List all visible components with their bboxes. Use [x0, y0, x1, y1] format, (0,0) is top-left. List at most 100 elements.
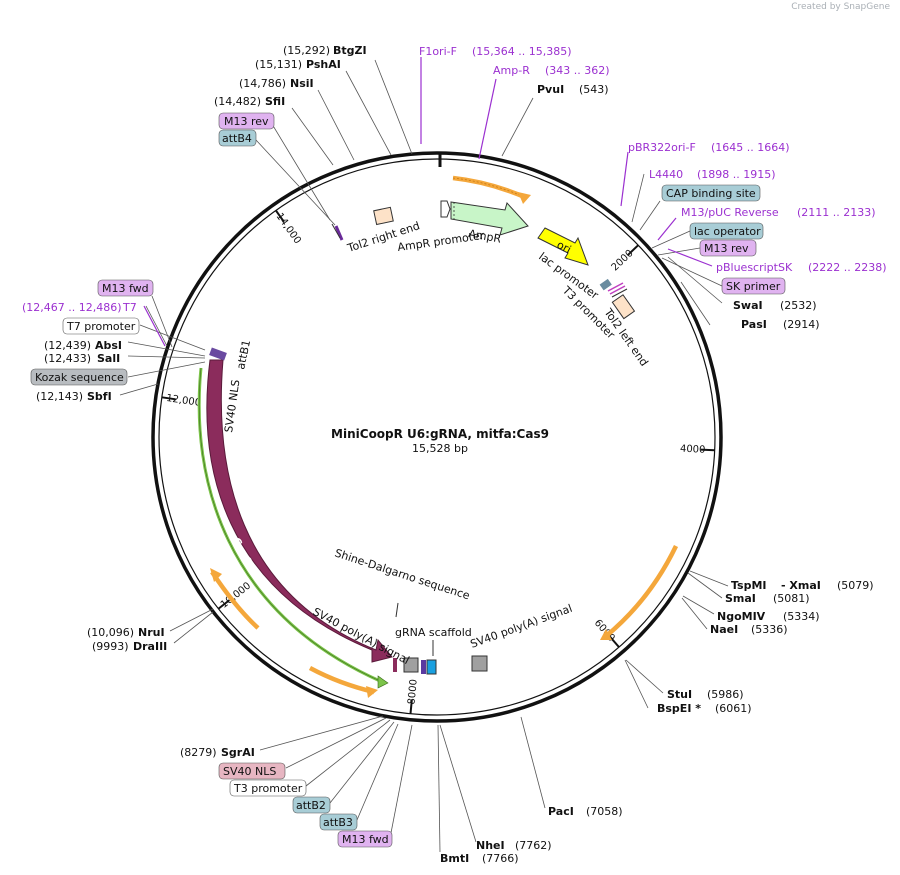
site-nrui-name: NruI	[138, 626, 165, 639]
site-smai-pos: (5081)	[773, 592, 810, 605]
grna-scaffold-label: gRNA scaffold	[395, 626, 472, 639]
site-bmti-name: BmtI	[440, 852, 469, 865]
box-t7-promoter: T7 promoter	[66, 320, 136, 333]
primer-pbluescriptsk-range: (2222 .. 2238)	[808, 261, 887, 274]
site-paci-name: PacI	[548, 805, 574, 818]
shine-dalgarno-label: Shine-Dalgarno sequence	[333, 546, 472, 602]
grna-scaffold-feature	[426, 659, 437, 675]
primer-labels: F1ori-F (15,364 .. 15,385) Amp-R (343 ..…	[22, 45, 887, 314]
primer-leaders	[143, 57, 713, 347]
box-t3-promoter: T3 promoter	[233, 782, 303, 795]
site-sgrai-name: SgrAI	[221, 746, 255, 759]
site-sali-pos: (12,433)	[44, 352, 91, 365]
site-sali-name: SalI	[97, 352, 120, 365]
tick-mark-6	[275, 209, 285, 223]
tick-mark-4	[217, 599, 231, 610]
map-size: 15,528 bp	[412, 442, 468, 455]
box-attb3: attB3	[323, 816, 353, 829]
site-bmti-pos: (7766)	[482, 852, 519, 865]
site-sbfi-pos: (12,143)	[36, 390, 83, 403]
site-absi-name: AbsI	[95, 339, 122, 352]
site-paci-pos: (7058)	[586, 805, 623, 818]
site-stui-name: StuI	[667, 688, 692, 701]
orange-arrow-top	[452, 175, 528, 201]
primer-f1ori-f-range: (15,364 .. 15,385)	[472, 45, 572, 58]
orange-arrowhead-top	[518, 192, 531, 204]
ampr-feature	[450, 201, 529, 236]
sv40-nls-label: SV40 NLS	[222, 379, 242, 434]
restriction-sites: (15,292) BtgZI (15,131) PshAI (14,786) N…	[36, 44, 874, 865]
site-nsii-pos: (14,786)	[239, 77, 286, 90]
leader-lines	[119, 59, 729, 853]
ori-label: ori	[555, 238, 574, 256]
primer-l4440-name: L4440	[649, 168, 683, 181]
tick-label-3: 8000	[406, 679, 419, 705]
site-btgzi-pos: (15,292)	[283, 44, 330, 57]
snapgene-credit: Created by SnapGene	[791, 2, 890, 12]
box-lac-operator: lac operator	[694, 225, 761, 238]
site-bspei-name: BspEI *	[657, 702, 701, 715]
ampr-label: AmpR	[467, 227, 502, 246]
orange-arrow-right	[603, 545, 679, 639]
box-kozak-sequence: Kozak sequence	[35, 371, 124, 384]
site-sgrai-pos: (8279)	[180, 746, 217, 759]
site-ngomiv-pos: (5334)	[783, 610, 820, 623]
tick-mark-2	[609, 635, 620, 648]
site-nrui-pos: (10,096)	[87, 626, 134, 639]
site-pvui-name: PvuI	[537, 83, 564, 96]
map-title: MiniCoopR U6:gRNA, mitfa:Cas9	[331, 427, 549, 441]
ampr-promoter-feature	[440, 200, 451, 218]
box-m13-rev-right: M13 rev	[704, 242, 749, 255]
site-draiii-name: DraIII	[133, 640, 167, 653]
ori-feature	[537, 227, 589, 266]
site-absi-pos: (12,439)	[44, 339, 91, 352]
site-draiii-pos: (9993)	[92, 640, 129, 653]
box-m13-fwd-bottom: M13 fwd	[342, 833, 389, 846]
boxed-labels: M13 rev attB4 CAP binding site lac opera…	[30, 112, 786, 848]
attb1-feature-mark	[209, 347, 227, 361]
tick-label-6: 14,000	[274, 211, 303, 246]
box-m13-rev-top: M13 rev	[224, 115, 269, 128]
site-nhei-pos: (7762)	[515, 839, 552, 852]
site-btgzi-name: BtgZI	[333, 44, 367, 57]
site-bspei-pos: (6061)	[715, 702, 752, 715]
tick-label-5: 12,000	[165, 393, 201, 409]
tick-mark-5	[161, 396, 176, 401]
primer-m13puc-range: (2111 .. 2133)	[797, 206, 876, 219]
box-cap-binding-site: CAP binding site	[666, 187, 756, 200]
primer-amp-r-range: (343 .. 362)	[545, 64, 610, 77]
tol2-left-end-feature	[611, 294, 636, 320]
site-tspmi-name: TspMI	[731, 579, 767, 592]
site-sfii-name: SfiI	[265, 95, 285, 108]
site-smai-name: SmaI	[725, 592, 756, 605]
sv40-polya-2-feature	[471, 655, 488, 672]
tick-mark-0	[627, 244, 639, 256]
box-attb4: attB4	[222, 132, 252, 145]
site-pasi-pos: (2914)	[783, 318, 820, 331]
primer-amp-r-name: Amp-R	[493, 64, 530, 77]
site-sfii-pos: (14,482)	[214, 95, 261, 108]
box-sv40-nls: SV40 NLS	[223, 765, 276, 778]
primer-t7-range: (12,467 .. 12,486)	[22, 301, 122, 314]
primer-t7-name: T7	[122, 301, 137, 314]
backbone-outer-ring	[151, 151, 723, 723]
primer-l4440-range: (1898 .. 1915)	[697, 168, 776, 181]
tick-mark-3	[409, 699, 413, 714]
site-naei-pos: (5336)	[751, 623, 788, 636]
site-pasi-name: PasI	[741, 318, 767, 331]
site-pshai-name: PshAI	[306, 58, 341, 71]
site-tspmi-pos: (5079)	[837, 579, 874, 592]
lac-region-marks	[599, 278, 628, 298]
site-swai-name: SwaI	[733, 299, 763, 312]
cas9-feature	[206, 359, 393, 663]
box-attb2: attB2	[296, 799, 326, 812]
box-m13-fwd-left: M13 fwd	[102, 282, 149, 295]
primer-m13puc-name: M13/pUC Reverse	[681, 206, 779, 219]
site-pshai-pos: (15,131)	[255, 58, 302, 71]
primer-f1ori-f-name: F1ori-F	[419, 45, 457, 58]
site-swai-pos: (2532)	[780, 299, 817, 312]
tol2-right-end-feature	[373, 206, 394, 226]
tick-label-1: 4000	[680, 444, 706, 456]
site-nhei-name: NheI	[476, 839, 505, 852]
